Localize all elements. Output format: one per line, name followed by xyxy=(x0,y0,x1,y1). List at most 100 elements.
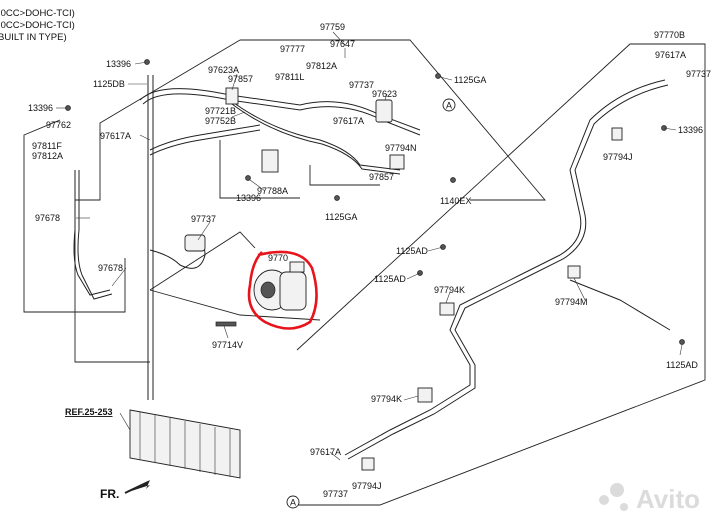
label-97617a-d: 97617A xyxy=(310,447,341,457)
header-line-2: I0CC>DOHC-TCI) xyxy=(0,20,75,31)
label-97762: 97762 xyxy=(46,120,71,130)
label-13396-c: 13396 xyxy=(236,193,261,203)
label-1125ad-c: 1125AD xyxy=(666,360,698,370)
pipe-branch-2 xyxy=(149,129,261,156)
label-97794j-b: 97794J xyxy=(352,481,382,491)
part-labels: 97759 97647 97777 13396 1125DB 97623A 97… xyxy=(28,22,711,499)
label-13396-d: 13396 xyxy=(678,125,703,135)
svg-text:Avito: Avito xyxy=(636,484,700,514)
label-97721b: 97721B xyxy=(205,106,236,116)
label-97812a-a: 97812A xyxy=(306,61,337,71)
label-97623: 97623 xyxy=(372,89,397,99)
parts xyxy=(65,59,685,479)
section-frames xyxy=(23,39,706,506)
svg-text:A: A xyxy=(290,498,296,508)
pipe-branch-1 xyxy=(149,124,261,151)
label-97714v: 97714V xyxy=(212,340,243,350)
label-97794n: 97794N xyxy=(385,143,417,153)
label-97623a: 97623A xyxy=(208,65,239,75)
avito-watermark: Avito xyxy=(599,483,700,514)
part-fitting xyxy=(184,234,206,252)
label-97752b: 97752B xyxy=(205,116,236,126)
label-97647: 97647 xyxy=(330,39,355,49)
frame-top xyxy=(240,39,546,201)
part-bracket xyxy=(261,149,279,173)
label-97678-a: 97678 xyxy=(35,213,60,223)
hose-mid-2 xyxy=(231,103,401,175)
hose-left-2 xyxy=(77,170,113,300)
bolt xyxy=(334,195,340,201)
label-97794k-a: 97794K xyxy=(434,285,465,295)
label-97794k-b: 97794K xyxy=(371,394,402,404)
part-clip-j xyxy=(611,127,623,141)
bolt xyxy=(245,175,251,181)
hose-top-2 xyxy=(142,93,421,136)
header-line-3: BUILT IN TYPE) xyxy=(0,32,67,43)
svg-text:A: A xyxy=(446,101,452,111)
label-97812a-b: 97812A xyxy=(32,151,63,161)
label-13396-b: 13396 xyxy=(28,103,53,113)
label-1125ga-a: 1125GA xyxy=(454,75,486,85)
label-97857-b: 97857 xyxy=(369,172,394,182)
part-clamp xyxy=(389,154,405,170)
bolt xyxy=(450,177,456,183)
part-clip-k xyxy=(439,302,455,316)
condenser xyxy=(129,409,241,479)
hose-left-1 xyxy=(73,170,111,296)
bolt-long xyxy=(215,321,237,327)
frame-inner xyxy=(149,231,256,291)
hose-mid xyxy=(229,99,401,171)
part-valve xyxy=(225,87,239,105)
callout-a-top: A xyxy=(442,98,456,112)
bolt xyxy=(679,339,685,345)
label-97759: 97759 xyxy=(320,22,345,32)
compressor xyxy=(253,261,307,311)
label-97811l: 97811L xyxy=(275,72,304,82)
label-97617a-a: 97617A xyxy=(100,131,131,141)
label-97737-b: 97737 xyxy=(191,214,216,224)
label-13396-a: 13396 xyxy=(106,59,131,69)
part-clip-m xyxy=(567,265,581,279)
svg-text:FR.: FR. xyxy=(100,487,119,501)
pipe-right-branch xyxy=(569,279,671,331)
label-97794m: 97794M xyxy=(555,297,588,307)
front-marker: FR. xyxy=(100,480,150,501)
label-97737-c: 97737 xyxy=(686,69,711,79)
part-clip-j2 xyxy=(361,457,375,471)
part-receiver xyxy=(375,99,393,123)
label-97617a-c: 97617A xyxy=(655,50,686,60)
label-97678-b: 97678 xyxy=(98,263,123,273)
label-1140ex: 1140EX xyxy=(440,196,471,206)
hose-top-1 xyxy=(139,88,421,131)
label-97737-d: 97737 xyxy=(323,489,348,499)
label-97737-a: 97737 xyxy=(349,80,374,90)
pipe-right-2 xyxy=(347,84,669,460)
pipes xyxy=(73,75,671,460)
leader-lines xyxy=(56,31,683,461)
label-1125db: 1125DB xyxy=(93,79,125,89)
frame-left xyxy=(74,39,241,363)
label-97857-a: 97857 xyxy=(228,74,253,84)
frame-left-box xyxy=(23,119,126,313)
pipe-right-1 xyxy=(344,79,666,456)
reference-label: REF.25-253 xyxy=(65,407,113,417)
highlight-label: 9770 xyxy=(268,253,288,263)
label-97794j: 97794J xyxy=(603,152,633,162)
label-97811f: 97811F xyxy=(32,141,62,151)
label-1125ga-b: 1125GA xyxy=(325,212,357,222)
compressor-highlight-loop xyxy=(247,250,318,330)
part-clip-k2 xyxy=(417,387,433,403)
bolt xyxy=(435,73,441,79)
label-1125ad-b: 1125AD xyxy=(374,274,406,284)
frame-right xyxy=(293,43,706,506)
frame-compressor xyxy=(149,289,321,321)
label-97777: 97777 xyxy=(280,44,305,54)
label-1125ad-a: 1125AD xyxy=(396,246,428,256)
frame-hose-box xyxy=(309,165,380,186)
label-97617a-b: 97617A xyxy=(333,116,364,126)
label-97788a: 97788A xyxy=(257,186,288,196)
callout-a-bottom: A xyxy=(286,495,300,509)
header-line-1: I0CC>DOHC-TCI) xyxy=(0,8,75,19)
